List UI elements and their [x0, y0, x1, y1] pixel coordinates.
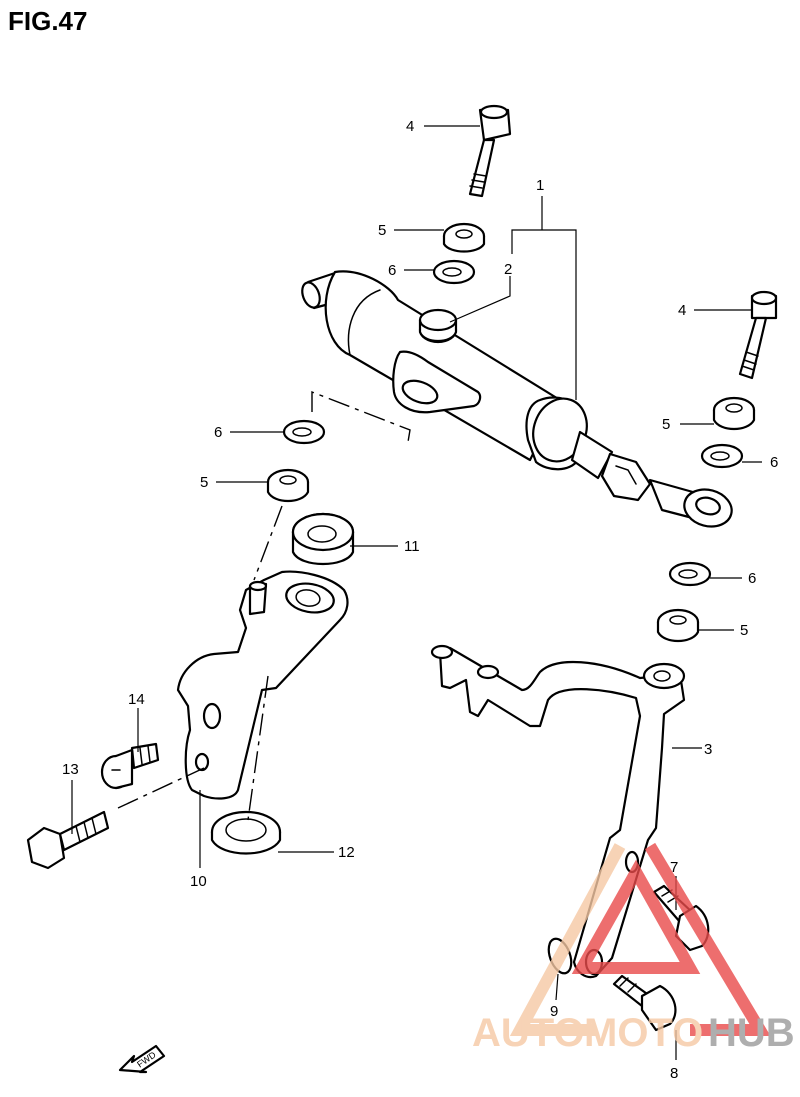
callout-4-top: 4: [406, 118, 414, 135]
watermark-text-auto: AUTO: [472, 1011, 585, 1055]
spacer-5-left: [266, 468, 310, 503]
callout-3: 3: [704, 741, 712, 758]
callout-12: 12: [338, 844, 355, 861]
automotohub-watermark: AUTO MOTO HUB: [472, 842, 795, 1055]
watermark-text-hub: HUB: [708, 1011, 795, 1055]
bolt-14: [100, 742, 160, 790]
stay-3: [430, 644, 686, 979]
washer-6-top: [432, 259, 476, 285]
callout-1: 1: [536, 177, 544, 194]
callout-6-lower: 6: [748, 570, 756, 587]
grommet-12: [210, 810, 282, 855]
spacer-5-top: [442, 222, 486, 253]
washer-6-right: [700, 443, 744, 469]
fwd-arrow-icon: FWD: [118, 1044, 166, 1074]
steering-damper: [301, 270, 733, 528]
washer-6-left: [282, 419, 326, 445]
bolt-8: [612, 974, 677, 1032]
callout-9: 9: [550, 1003, 558, 1020]
callout-6-top: 6: [388, 262, 396, 279]
spacer-5-right: [712, 396, 756, 431]
triangle-logo-icon: [509, 842, 771, 1036]
bracket-10: [176, 570, 349, 800]
leader-lines: [71, 125, 762, 1060]
callout-6-right: 6: [770, 454, 778, 471]
callout-labels: 1 2 3 4 4 5 5 5 5 6 6 6 6 7 8 9 10 11 12…: [62, 118, 778, 1082]
callout-5-left: 5: [200, 474, 208, 491]
nut-11: [291, 512, 355, 565]
bolt-4-right: [738, 290, 778, 380]
figure-title: FIG.47: [8, 6, 87, 36]
callout-8: 8: [670, 1065, 678, 1082]
bolt-4-top: [468, 104, 512, 198]
watermark-text-moto: MOTO: [584, 1011, 703, 1055]
callout-2: 2: [504, 261, 512, 278]
callout-6-left: 6: [214, 424, 222, 441]
spacer-5-lower: [656, 608, 700, 643]
bolt-13: [26, 810, 110, 870]
callout-5-lower: 5: [740, 622, 748, 639]
cap-nut-2: [418, 308, 458, 344]
callout-5-right: 5: [662, 416, 670, 433]
callout-11: 11: [404, 538, 420, 555]
callout-4-right: 4: [678, 302, 686, 319]
callout-10: 10: [190, 873, 207, 890]
assembly-lines: [117, 390, 411, 821]
washer-6-lower: [668, 561, 712, 587]
callout-13: 13: [62, 761, 79, 778]
callout-7: 7: [670, 859, 678, 876]
callout-5-top: 5: [378, 222, 386, 239]
callout-14: 14: [128, 691, 145, 708]
